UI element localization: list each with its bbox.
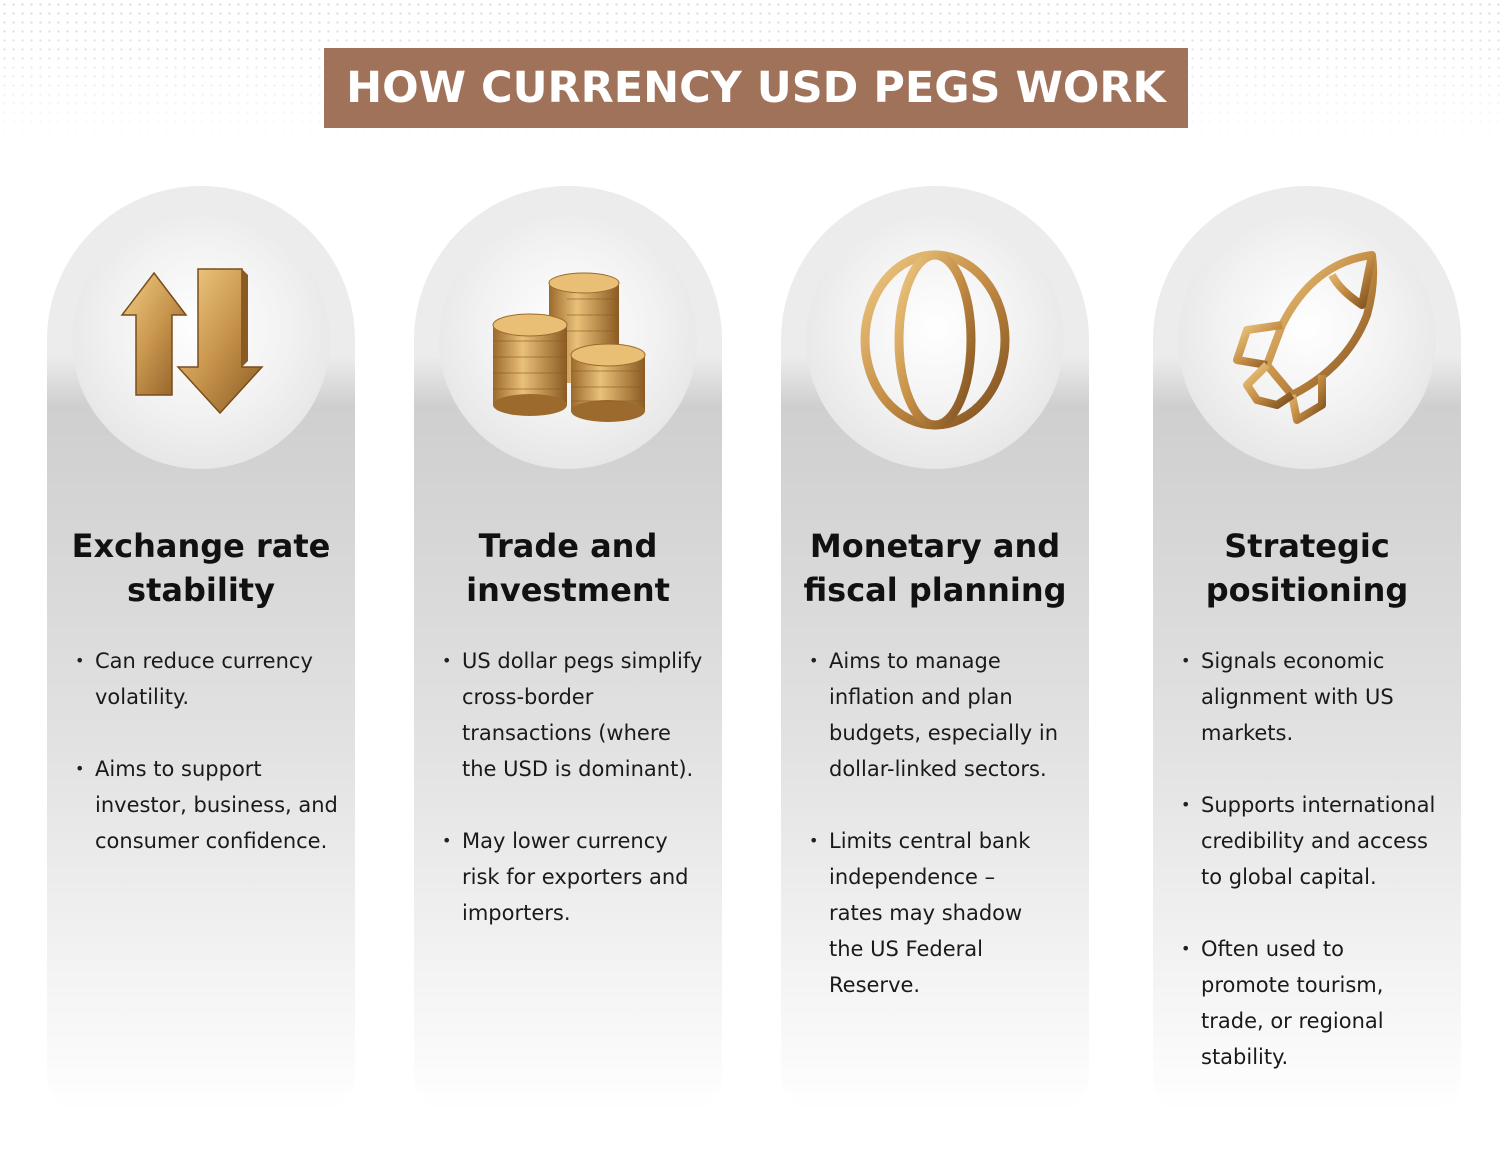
icon-circle bbox=[806, 211, 1064, 469]
list-item: US dollar pegs simplifycross-bordertrans… bbox=[442, 643, 722, 787]
bullet-list: US dollar pegs simplifycross-bordertrans… bbox=[442, 643, 722, 967]
up-down-arrows-icon bbox=[120, 268, 264, 415]
rocket-icon bbox=[1233, 251, 1378, 424]
coin-stacks-icon bbox=[492, 272, 646, 422]
page-title: HOW CURRENCY USD PEGS WORK bbox=[346, 63, 1166, 113]
icon-circle bbox=[439, 211, 697, 469]
title-banner: HOW CURRENCY USD PEGS WORK bbox=[324, 48, 1188, 128]
icon-circle bbox=[72, 211, 330, 469]
globe-icon bbox=[860, 250, 1010, 430]
icon-circle bbox=[1178, 211, 1436, 469]
